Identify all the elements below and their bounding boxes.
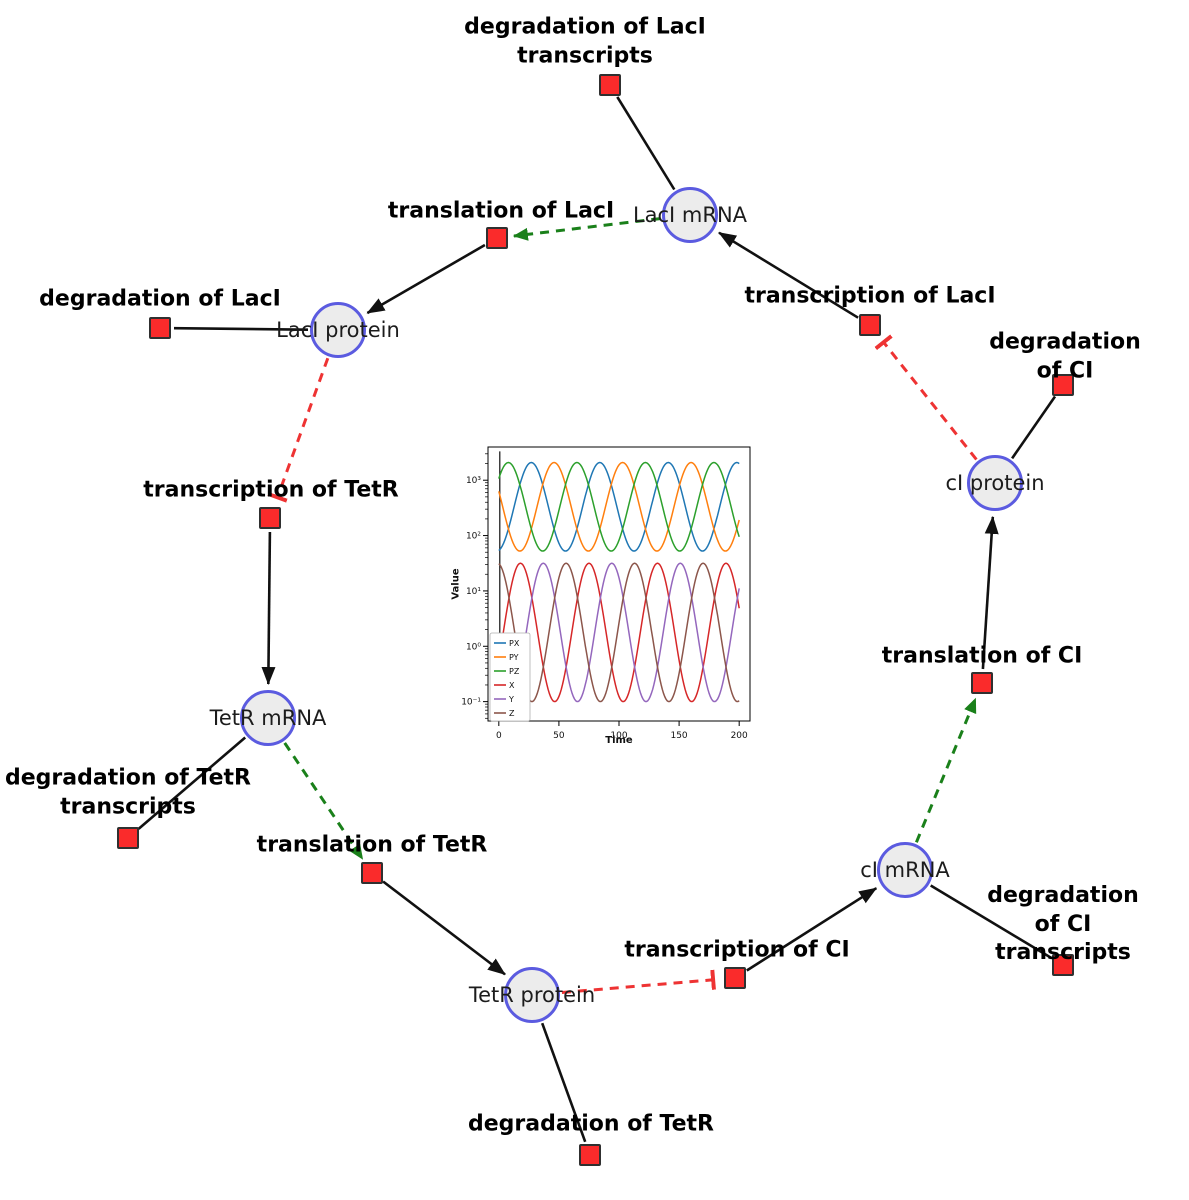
edge-ci_protein-to-txn_laci [874, 334, 978, 461]
x-tick-label: 100 [610, 731, 627, 741]
series-Y [498, 562, 740, 703]
chart-plot-area: 10⁻¹ 10⁰ 10¹ 10² 10³ 0 50 100 150 200 PX PY PZ XYZ [461, 446, 751, 741]
y-tick-label: 10¹ [466, 587, 481, 597]
chart-ylabel: Value [450, 568, 462, 600]
legend-entry: PY [509, 653, 519, 662]
edge-laci_protein-to-deg_laci [173, 326, 309, 331]
series-PZ [498, 461, 740, 552]
edge-ci_protein-to-deg_ci [1011, 395, 1057, 460]
legend-entry: Y [508, 695, 514, 704]
edge-transl_laci-to-laci_protein [366, 243, 486, 315]
x-tick-label: 50 [553, 731, 565, 741]
edge-tetr_mrna-to-transl_tetr [283, 742, 364, 860]
series-X [498, 562, 740, 703]
y-tick-label: 10⁻¹ [461, 698, 481, 708]
edge-transl_ci-to-ci_protein [981, 515, 999, 670]
series-Z [498, 562, 740, 703]
edge-laci_mrna-to-deg_laci_tx [616, 96, 676, 191]
legend-entry: X [509, 681, 515, 690]
edge-tetr_protein-to-deg_tetr [540, 1022, 587, 1143]
chart-xlabel: Time [605, 735, 633, 746]
x-tick-label: 200 [731, 731, 748, 741]
y-tick-label: 10⁰ [466, 642, 481, 652]
edge-laci_protein-to-txn_tetr [267, 357, 330, 503]
edge-tetr_protein-to-txn_ci [561, 969, 716, 994]
legend-entry: PX [509, 639, 520, 648]
series-PX [498, 461, 740, 552]
y-tick-label: 10³ [466, 476, 481, 486]
x-tick-label: 0 [496, 731, 502, 741]
edge-group [137, 96, 1057, 1143]
x-tick-label: 150 [670, 731, 687, 741]
legend-entry: Z [509, 709, 515, 718]
edge-txn_ci-to-ci_mrna [746, 887, 878, 972]
edge-txn_tetr-to-tetr_mrna [261, 531, 276, 685]
edge-ci_mrna-to-deg_ci_tx [930, 884, 1052, 959]
edge-ci_mrna-to-transl_ci [915, 697, 977, 843]
legend-entry: PZ [509, 667, 520, 676]
edge-tetr_mrna-to-deg_tetr_tx [137, 736, 247, 830]
edge-transl_tetr-to-tetr_protein [382, 880, 506, 976]
series-PY [498, 461, 740, 552]
edge-laci_mrna-to-transl_laci [512, 217, 661, 241]
edge-txn_laci-to-laci_mrna [718, 231, 859, 319]
y-tick-label: 10² [466, 532, 481, 542]
